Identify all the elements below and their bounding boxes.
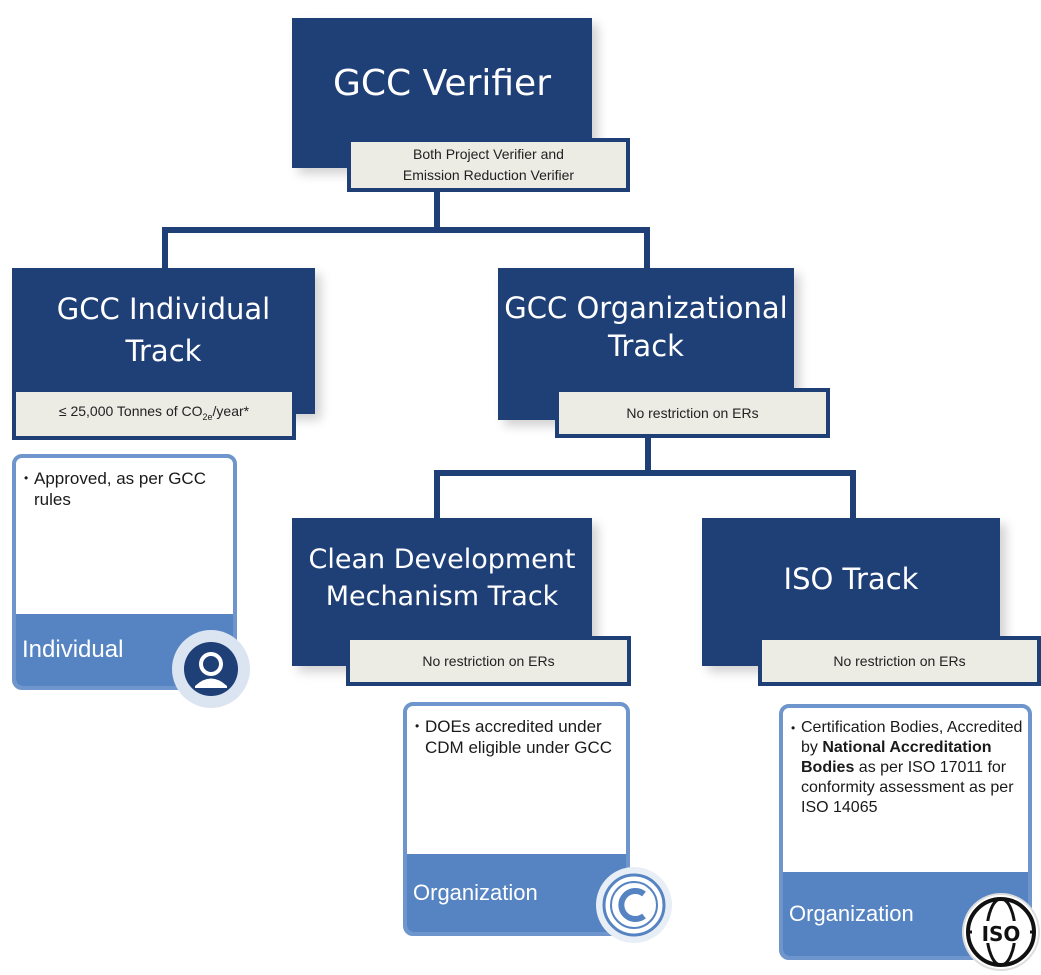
individual-track-title-line1: GCC Individual — [56, 292, 271, 326]
cdm-subtitle-box: No restriction on ERs — [346, 636, 631, 686]
connector-top-horizontal — [162, 227, 650, 233]
iso-subtitle-box: No restriction on ERs — [758, 636, 1041, 686]
connector-to-organizational — [644, 227, 650, 269]
cdm-card: DOEs accredited under CDM eligible under… — [403, 702, 630, 936]
cdm-card-footer: Organization — [407, 854, 626, 932]
connector-mid-horizontal — [434, 470, 856, 476]
cdm-logo-icon — [596, 867, 672, 943]
organizational-track-title-line1: GCC Organizational — [504, 291, 788, 325]
cdm-bullet: DOEs accredited under CDM eligible under… — [415, 716, 626, 758]
individual-limit-text: ≤ 25,000 Tonnes of CO2e/year* — [58, 402, 250, 422]
organizational-track-title-line2: Track — [608, 329, 684, 363]
cdm-track-title-line2: Mechanism Track — [325, 581, 559, 612]
organizational-subtitle-box: No restriction on ERs — [555, 388, 830, 438]
connector-to-cdm — [434, 470, 440, 518]
iso-bullet: Certification Bodies, Accredited by Nati… — [791, 718, 1028, 818]
iso-subtitle: No restriction on ERs — [833, 652, 966, 669]
individual-limit-box: ≤ 25,000 Tonnes of CO2e/year* — [12, 388, 296, 440]
cdm-track-title-line1: Clean Development — [308, 544, 576, 575]
iso-footer-label: Organization — [789, 901, 914, 926]
iso-track-title: ISO Track — [783, 562, 919, 596]
person-icon — [172, 630, 250, 708]
iso-card: Certification Bodies, Accredited by Nati… — [779, 704, 1032, 960]
connector-to-individual — [162, 227, 168, 269]
individual-track-title-line2: Track — [125, 334, 202, 368]
root-title: GCC Verifier — [332, 62, 552, 104]
individual-bullet: Approved, as per GCC rules — [24, 468, 233, 510]
organizational-subtitle: No restriction on ERs — [626, 404, 759, 421]
connector-org-down — [645, 432, 651, 476]
cdm-footer-label: Organization — [413, 880, 538, 905]
connector-root-down — [434, 188, 440, 232]
connector-to-iso — [850, 470, 856, 518]
individual-footer-label: Individual — [22, 636, 124, 663]
root-subtitle-box: Both Project Verifier and Emission Reduc… — [347, 138, 630, 192]
iso-logo-text: ISO — [982, 922, 1021, 946]
root-subtitle-line2: Emission Reduction Verifier — [402, 167, 575, 183]
root-subtitle-line1: Both Project Verifier and — [413, 146, 564, 162]
cdm-subtitle: No restriction on ERs — [422, 652, 555, 669]
iso-logo-icon: ISO — [962, 893, 1040, 971]
